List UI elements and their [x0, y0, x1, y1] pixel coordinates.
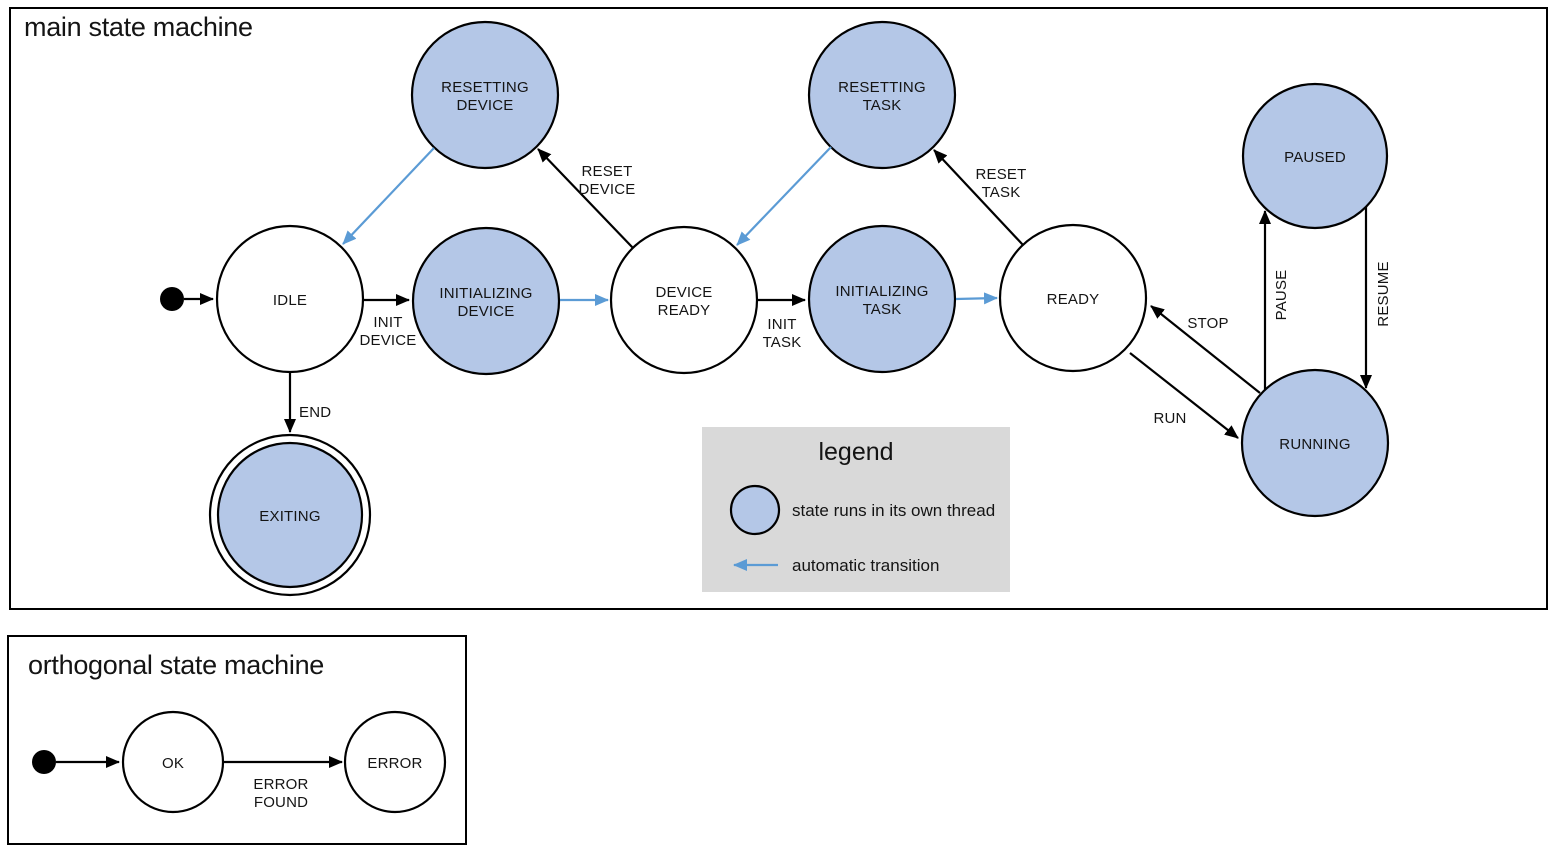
transition-label-reset-task-line2: TASK	[982, 184, 1021, 201]
auto-transition-arrow-resetting-task-to-device-ready	[736, 146, 832, 246]
state-ready-label: READY	[1047, 291, 1100, 308]
state-resetting-device-label-line1: RESETTING	[441, 79, 529, 96]
transition-arrow-reset-task	[933, 149, 1024, 246]
transition-label-reset-device-line2: DEVICE	[578, 181, 635, 198]
state-initializing-device-label-line2: DEVICE	[457, 303, 514, 320]
state-paused	[1241, 82, 1389, 230]
state-device-ready-label-line2: READY	[658, 302, 711, 319]
state-idle-label: IDLE	[273, 292, 307, 309]
state-initializing-task-label-line1: INITIALIZING	[835, 283, 928, 300]
legend-thread-state-label: state runs in its own thread	[792, 501, 995, 520]
state-ok	[121, 710, 225, 814]
state-initializing-device	[411, 226, 561, 376]
state-paused-label: PAUSED	[1284, 149, 1346, 166]
state-error-label: ERROR	[367, 755, 422, 772]
transition-label-reset-task-line1: RESET	[975, 166, 1026, 183]
transition-label-resume: RESUME	[1375, 261, 1392, 326]
state-exiting-label: EXITING	[259, 508, 320, 525]
transition-label-error-found-line1: ERROR	[253, 776, 308, 793]
main-machine-frame	[9, 7, 1548, 610]
orthogonal-machine-frame	[7, 635, 467, 845]
state-error	[343, 710, 447, 814]
state-ready	[998, 223, 1148, 373]
state-ok-label: OK	[162, 755, 184, 772]
transition-label-init-task-line2: TASK	[763, 334, 802, 351]
transition-label-init-task-line1: INIT	[767, 316, 796, 333]
state-running	[1240, 368, 1390, 518]
transition-label-reset-device-line1: RESET	[581, 163, 632, 180]
initial-state-dot-orthogonal	[32, 750, 56, 774]
state-resetting-task-label-line2: TASK	[863, 97, 902, 114]
transition-label-pause: PAUSE	[1273, 270, 1290, 321]
transition-arrow-reset-device	[537, 148, 634, 249]
transition-label-init-device-line2: DEVICE	[359, 332, 416, 349]
state-initializing-device-label-line1: INITIALIZING	[439, 285, 532, 302]
auto-transition-arrow-resetting-device-to-idle	[342, 147, 435, 245]
transition-label-run: RUN	[1153, 410, 1186, 427]
transition-arrow-run	[1129, 352, 1239, 439]
transition-label-end: END	[299, 404, 331, 421]
state-initializing-task-label-line2: TASK	[863, 301, 902, 318]
state-running-label: RUNNING	[1279, 436, 1350, 453]
state-initializing-task	[807, 224, 957, 374]
initial-state-dot-main	[160, 287, 184, 311]
auto-transition-arrow-initializing-task-to-ready	[955, 292, 998, 305]
transition-label-init-device-line1: INIT	[373, 314, 402, 331]
state-resetting-device	[410, 20, 560, 170]
legend-title: legend	[818, 438, 893, 466]
transition-label-stop: STOP	[1187, 315, 1228, 332]
transition-label-error-found-line2: FOUND	[254, 794, 308, 811]
state-exiting	[216, 441, 364, 589]
state-resetting-device-label-line2: DEVICE	[456, 97, 513, 114]
state-device-ready-label-line1: DEVICE	[655, 284, 712, 301]
legend-auto-transition-label: automatic transition	[792, 556, 939, 575]
orthogonal-machine-title: orthogonal state machine	[28, 650, 324, 680]
state-resetting-task	[807, 20, 957, 170]
main-machine-title: main state machine	[24, 12, 253, 42]
transition-arrow-stop	[1150, 305, 1261, 394]
state-resetting-task-label-line1: RESETTING	[838, 79, 926, 96]
legend-thread-state-icon	[729, 484, 781, 536]
